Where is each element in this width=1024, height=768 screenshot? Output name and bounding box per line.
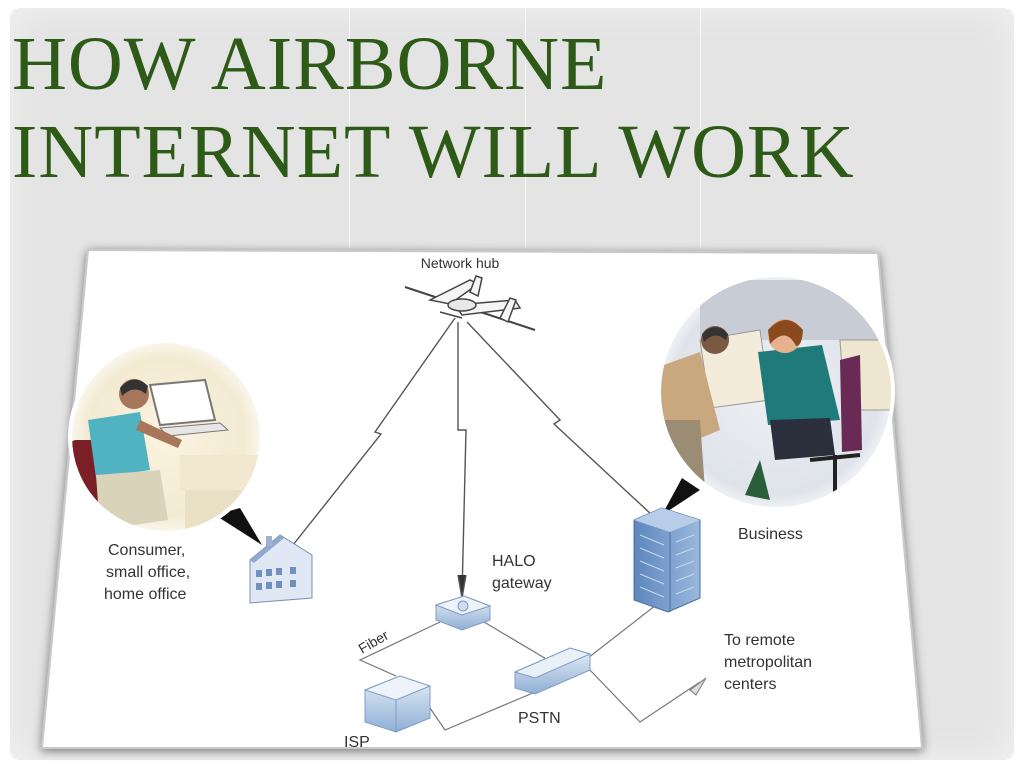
remote-label-line-1: To remote — [724, 632, 795, 649]
office-building-icon — [633, 507, 701, 613]
halo-label-line-2: gateway — [492, 575, 552, 592]
title-line-2: INTERNET WILL WORK — [12, 110, 855, 194]
isp-label: ISP — [344, 734, 370, 751]
house-icon — [249, 534, 313, 604]
halo-label-line-1: HALO — [492, 553, 536, 570]
remote-label-line-3: centers — [724, 676, 776, 693]
consumer-label-line-2: small office, — [106, 564, 190, 581]
wireless-links — [292, 317, 653, 599]
business-illustration — [657, 273, 895, 515]
isp-server-icon — [363, 675, 432, 733]
pstn-label: PSTN — [518, 710, 561, 727]
consumer-label-line-1: Consumer, — [108, 542, 185, 559]
divider-line — [700, 8, 701, 248]
consumer-illustration — [68, 339, 264, 545]
fiber-line — [358, 621, 441, 677]
business-label: Business — [738, 526, 803, 543]
network-hub-label: Network hub — [421, 255, 500, 271]
airplane-icon — [404, 275, 536, 331]
pstn-switch-icon — [513, 647, 592, 695]
consumer-label-line-3: home office — [104, 586, 187, 603]
divider-line — [349, 8, 350, 248]
remote-label-line-2: metropolitan — [724, 654, 812, 671]
slide-title: HOW AIRBORNE INTERNET WILL WORK — [12, 20, 855, 196]
title-line-1: HOW AIRBORNE — [12, 22, 608, 106]
link-business — [466, 321, 653, 516]
link-consumer — [292, 317, 456, 546]
link-halo — [457, 322, 467, 596]
wired-links — [358, 597, 707, 731]
halo-gateway-icon — [434, 595, 492, 631]
divider-line — [525, 8, 526, 248]
